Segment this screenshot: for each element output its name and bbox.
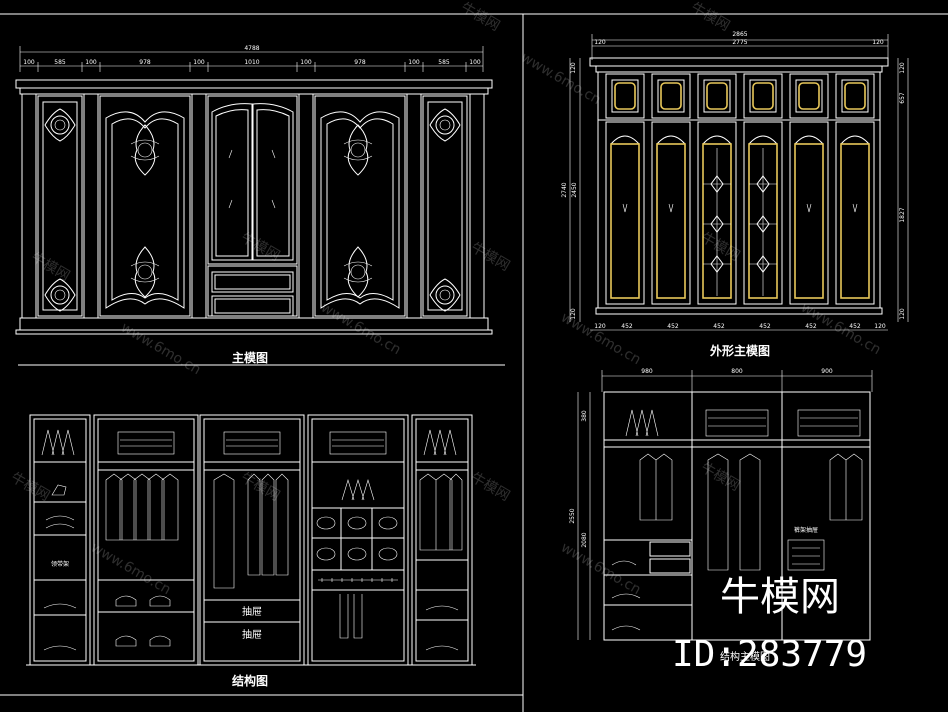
tie-rack-label: 领带架	[51, 560, 69, 568]
front-elevation: 4788 100 585 100 978 100 1010 100 978 10…	[15, 45, 493, 365]
outline-dim: 120	[872, 39, 884, 46]
watermark-pattern: 牛模网 www.6mo.cn 牛模网 www.6mo.cn 牛模网 www.6m…	[8, 0, 883, 598]
outline-dim: 120	[594, 39, 606, 46]
outline-inner-dim: 2775	[732, 39, 747, 46]
svg-text:牛模网: 牛模网	[238, 230, 282, 265]
front-dim: 100	[408, 59, 420, 66]
outline-side-dim: 2740	[561, 182, 568, 197]
front-view-title: 主模图	[232, 350, 268, 365]
outline-bottom-dim: 120	[874, 323, 886, 330]
outline-bottom-dim: 452	[621, 323, 633, 330]
front-total-dim: 4788	[244, 45, 259, 52]
svg-text:牛模网: 牛模网	[468, 470, 512, 505]
side-left-dim: 2080	[581, 532, 588, 547]
drawer-label-2: 抽屉	[242, 628, 262, 641]
svg-text:牛模网: 牛模网	[688, 0, 732, 34]
outline-bottom-dim: 452	[805, 323, 817, 330]
svg-text:牛模网: 牛模网	[28, 250, 72, 285]
side-drawer-label: 裤架抽屉	[794, 526, 818, 534]
front-dim: 100	[469, 59, 481, 66]
outline-side-dim: 120	[899, 62, 906, 74]
side-left-dim: 2550	[569, 508, 576, 523]
svg-text:牛模网: 牛模网	[458, 0, 502, 34]
watermark-brand-large: 牛模网	[720, 574, 840, 620]
front-dim: 100	[193, 59, 205, 66]
front-dim: 100	[85, 59, 97, 66]
outline-bottom-dim: 452	[759, 323, 771, 330]
outline-side-dim: 657	[899, 92, 906, 104]
front-dim: 1010	[244, 59, 259, 66]
svg-text:牛模网: 牛模网	[468, 240, 512, 275]
structure-view-title: 结构图	[232, 673, 268, 688]
front-dim: 100	[23, 59, 35, 66]
side-structure-view: 980 800 900 裤架抽屉 380 2080 2550 结构主模图	[569, 368, 873, 663]
front-dim: 978	[139, 59, 151, 66]
outline-total-dim: 2865	[732, 31, 747, 38]
svg-text:牛模网: 牛模网	[698, 460, 742, 495]
outline-bottom-dim: 452	[713, 323, 725, 330]
outline-side-dim: 120	[570, 308, 577, 320]
carving-ornaments	[44, 108, 461, 312]
side-top-dim: 800	[731, 368, 743, 375]
watermark-id: ID:283779	[672, 634, 867, 675]
svg-text:www.6mo.cn: www.6mo.cn	[558, 540, 643, 599]
side-top-dim: 980	[641, 368, 653, 375]
front-dim: 585	[438, 59, 450, 66]
outline-side-dim: 120	[899, 308, 906, 320]
outline-elevation: 2865 2775 120 120	[561, 31, 909, 358]
svg-text:www.6mo.cn: www.6mo.cn	[318, 300, 403, 359]
outline-bottom-dim: 452	[849, 323, 861, 330]
outline-side-dim: 2450	[571, 182, 578, 197]
structure-view: 领带架 抽屉 抽屉	[26, 414, 476, 688]
side-top-dim: 900	[821, 368, 833, 375]
side-left-dim: 380	[581, 410, 588, 422]
svg-text:www.6mo.cn: www.6mo.cn	[558, 310, 643, 369]
outline-bottom-dim: 452	[667, 323, 679, 330]
outline-doors	[605, 73, 875, 305]
pilasters	[21, 93, 485, 319]
front-dim: 100	[300, 59, 312, 66]
front-dim: 585	[54, 59, 66, 66]
svg-text:www.6mo.cn: www.6mo.cn	[118, 320, 203, 379]
outline-side-dim: 120	[570, 62, 577, 74]
side-view-caption: 结构主模图	[720, 650, 770, 663]
svg-text:www.6mo.cn: www.6mo.cn	[88, 540, 173, 599]
sheet-frame	[0, 13, 948, 712]
drawer-label-1: 抽屉	[242, 605, 262, 618]
front-dim-ticks	[37, 62, 467, 72]
outline-bottom-dim: 120	[594, 323, 606, 330]
outline-side-dim: 1827	[899, 207, 906, 222]
outline-view-title: 外形主模图	[710, 343, 770, 358]
front-dim: 978	[354, 59, 366, 66]
